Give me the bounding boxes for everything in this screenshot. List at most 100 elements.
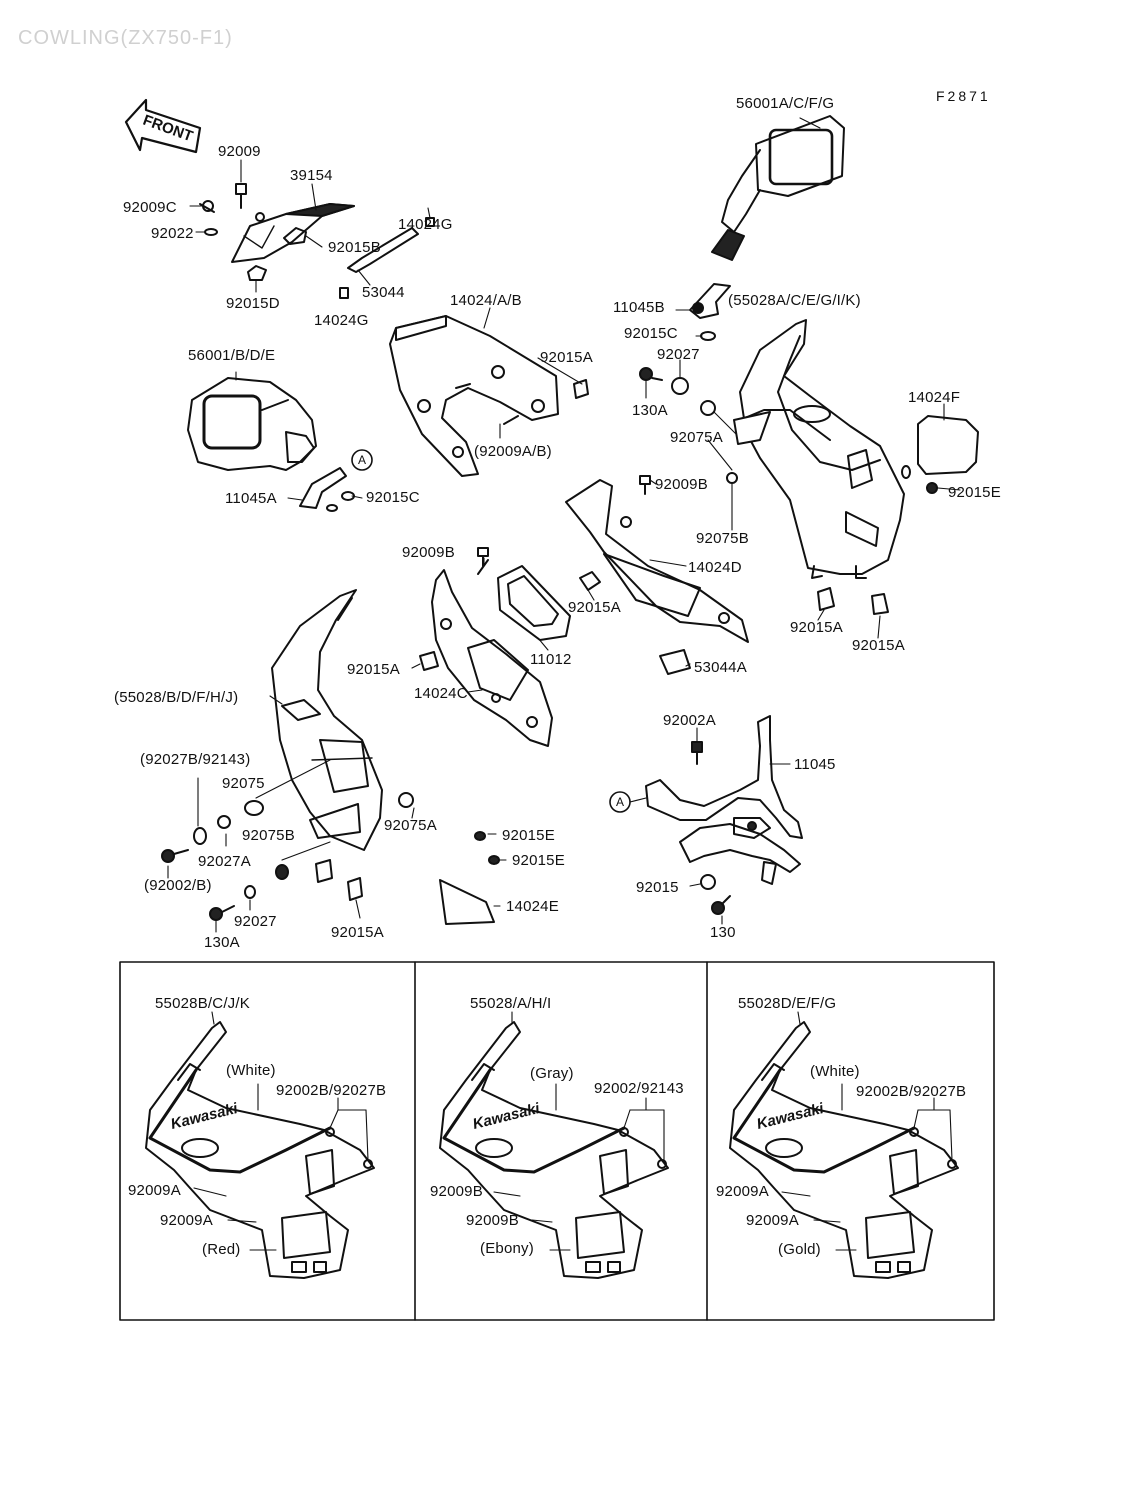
variant-1-screw-upper: 92009A xyxy=(128,1182,181,1199)
clip-92015A-6a xyxy=(315,859,333,883)
label-130: 130 xyxy=(710,924,736,941)
clip-92015A-4 xyxy=(871,593,889,615)
side-panel-14024F xyxy=(917,415,979,475)
variant-1-part: 55028B/C/J/K xyxy=(155,995,250,1012)
page-title: COWLING(ZX750-F1) xyxy=(18,27,233,49)
label-14024G-bottom: 14024G xyxy=(314,312,369,329)
label-56001BDE: 56001/B/D/E xyxy=(188,347,276,364)
grommet-92027B xyxy=(193,827,207,845)
label-92075B-top: 92075B xyxy=(696,530,749,547)
meter-panel-11012 xyxy=(497,565,571,641)
label-92015A-3: 92015A xyxy=(790,619,843,636)
label-92027-bottom: 92027 xyxy=(234,913,277,930)
label-39154: 39154 xyxy=(290,167,333,184)
label-92075A-top: 92075A xyxy=(670,429,723,446)
variant-2-screw-lower: 92009B xyxy=(466,1212,519,1229)
grommet-92015 xyxy=(700,874,716,890)
label-11045B: 11045B xyxy=(613,299,665,316)
label-55028BDFHJ: (55028/B/D/F/H/J) xyxy=(114,689,239,706)
nut-92015E-1 xyxy=(474,831,486,841)
label-56001ACFG: 56001A/C/F/G xyxy=(736,95,835,112)
variant-2-fasteners: 92002/92143 xyxy=(594,1080,684,1097)
label-11045: 11045 xyxy=(794,756,836,773)
clip-92015A-3 xyxy=(817,587,835,611)
label-14024D: 14024D xyxy=(688,559,742,576)
bolt-130A-bottom xyxy=(209,905,235,921)
label-92015E-2: 92015E xyxy=(512,852,565,869)
variant-3-stripe-color: (White) xyxy=(810,1063,860,1080)
variant-1-stripe-color: (White) xyxy=(226,1062,276,1079)
variant-1-fasteners: 92002B/92027B xyxy=(276,1082,387,1099)
variant-3-screw-lower: 92009A xyxy=(746,1212,799,1229)
variant-3-screw-upper: 92009A xyxy=(716,1183,769,1200)
front-arrow-icon xyxy=(124,98,202,154)
label-92027-top: 92027 xyxy=(657,346,700,363)
washer-part xyxy=(255,212,265,222)
clip-92015A-2 xyxy=(579,571,601,591)
nut-92022 xyxy=(204,228,218,236)
label-92022: 92022 xyxy=(151,225,194,242)
label-92009B-top: 92009B xyxy=(655,476,708,493)
mirror-right-56001ACFG xyxy=(711,115,845,261)
center-panel-14024D xyxy=(565,479,749,643)
nut-92027A xyxy=(217,815,231,829)
clip-92015A-1 xyxy=(573,379,589,399)
label-14024AB: 14024/A/B xyxy=(450,292,522,309)
bolt-92002B xyxy=(161,849,189,863)
label-53044A: 53044A xyxy=(694,659,747,676)
bracket-11045A xyxy=(299,467,347,509)
bolt-92002A xyxy=(691,741,703,765)
variant-cowling-2 xyxy=(439,1021,669,1279)
label-92009B-mid: 92009B xyxy=(402,544,455,561)
label-92015A-2: 92015A xyxy=(568,599,621,616)
label-92015E-1: 92015E xyxy=(502,827,555,844)
clip-14024G-bottom xyxy=(339,287,349,299)
mirror-left-56001BDE xyxy=(187,377,317,471)
grommet-92075A-bottom xyxy=(398,792,414,808)
label-92015E-right: 92015E xyxy=(948,484,1001,501)
grommet-92015D xyxy=(247,265,267,281)
cowling-stay-11045 xyxy=(645,715,803,885)
label-11045A: 11045A xyxy=(225,490,277,507)
panel-14024E xyxy=(439,879,495,925)
label-92009: 92009 xyxy=(218,143,261,160)
label-14024E: 14024E xyxy=(506,898,559,915)
upper-cowling-right xyxy=(733,319,905,579)
variant-box-frame xyxy=(119,961,995,1321)
windshield-part xyxy=(231,203,355,263)
bolt-92009B-mid xyxy=(477,547,489,567)
leader-lines xyxy=(167,117,961,933)
label-92002A: 92002A xyxy=(663,712,716,729)
variant-cowling-1 xyxy=(145,1021,375,1279)
grommet-92075B-top xyxy=(726,472,738,484)
nut-92015E-right-b xyxy=(926,482,938,494)
bolt-130 xyxy=(711,895,731,915)
clip-92015A-5 xyxy=(419,651,439,671)
label-92009C: 92009C xyxy=(123,199,177,216)
trim-strip-53044 xyxy=(347,227,419,273)
label-55028ACEGIK: (55028A/C/E/G/I/K) xyxy=(728,292,861,309)
clip-92015A-6 xyxy=(347,877,363,901)
inner-cover-14024AB xyxy=(389,315,559,477)
nut-92027-bottom xyxy=(244,885,256,899)
label-92015D: 92015D xyxy=(226,295,280,312)
label-92002B: (92002/B) xyxy=(144,877,212,894)
label-92015C-right: 92015C xyxy=(624,325,678,342)
label-53044: 53044 xyxy=(362,284,405,301)
label-14024G-top: 14024G xyxy=(398,216,453,233)
label-92015B: 92015B xyxy=(328,239,381,256)
label-92075: 92075 xyxy=(222,775,265,792)
variant-3-fasteners: 92002B/92027B xyxy=(856,1083,967,1100)
variant-3-body-color: (Gold) xyxy=(778,1241,821,1258)
label-14024C: 14024C xyxy=(414,685,468,702)
label-130A-bottom: 130A xyxy=(204,934,240,951)
label-92015A-4: 92015A xyxy=(852,637,905,654)
label-92075B-bottom: 92075B xyxy=(242,827,295,844)
nut-92015E-2 xyxy=(488,855,500,865)
upper-cowling-left xyxy=(271,589,383,851)
screw-92009 xyxy=(235,183,247,209)
reference-mark-a-bottom-label: A xyxy=(616,795,625,809)
label-92075A-bottom: 92075A xyxy=(384,817,437,834)
screw-92009C xyxy=(199,200,215,213)
